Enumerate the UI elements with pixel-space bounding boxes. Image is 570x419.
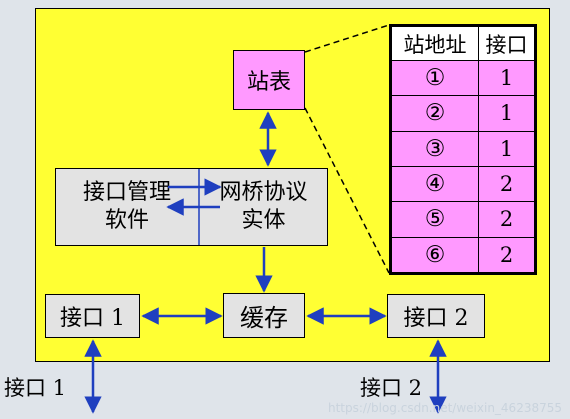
row-port: 2	[478, 201, 535, 238]
table-row: ⑤ 2	[391, 201, 535, 238]
station-address-table: 站地址 接口 ① 1 ② 1 ③ 1 ④ 2	[389, 24, 537, 275]
port1-box: 接口 1	[45, 294, 140, 338]
row-station: ①	[391, 59, 479, 97]
port-mgmt-line2: 软件	[104, 208, 149, 233]
header-station-address: 站地址	[391, 26, 479, 61]
buffer-box: 缓存	[223, 293, 305, 338]
row-port: 2	[478, 165, 535, 203]
port1-box-label: 接口 1	[60, 306, 125, 331]
station-table-label: 站表	[246, 70, 291, 95]
row-station: ⑥	[391, 236, 479, 274]
port-mgmt-line1: 接口管理	[82, 180, 171, 205]
row-port: 1	[478, 95, 535, 132]
port1-external-label: 接口 1	[4, 376, 67, 400]
table-header-row: 站地址 接口	[391, 26, 535, 61]
port2-external-label: 接口 2	[360, 376, 423, 400]
row-port: 1	[478, 130, 535, 167]
row-station: ③	[391, 130, 479, 167]
row-port: 2	[478, 236, 535, 274]
header-port: 接口	[478, 26, 535, 61]
station-table-node: 站表	[233, 50, 305, 110]
callout-line-top	[304, 24, 390, 53]
table-row: ⑥ 2	[391, 236, 535, 274]
bridge-protocol-line1: 网桥协议	[219, 180, 308, 205]
buffer-label: 缓存	[240, 304, 288, 332]
table-row: ② 1	[391, 95, 535, 132]
table-row: ③ 1	[391, 130, 535, 167]
table-row: ① 1	[391, 59, 535, 97]
table-row: ④ 2	[391, 165, 535, 203]
bridge-protocol-line2: 实体	[241, 208, 286, 233]
callout-line-bottom	[304, 107, 390, 274]
port-management-software: 接口管理 软件	[56, 169, 198, 245]
watermark-text: https://blog.csdn.net/weixin_46238755	[327, 401, 562, 415]
port2-box-label: 接口 2	[403, 306, 469, 331]
station-table-grid: 站地址 接口 ① 1 ② 1 ③ 1 ④ 2	[391, 26, 535, 274]
port2-box: 接口 2	[387, 294, 485, 338]
bridge-protocol-entity: 网桥协议 实体	[200, 169, 327, 245]
